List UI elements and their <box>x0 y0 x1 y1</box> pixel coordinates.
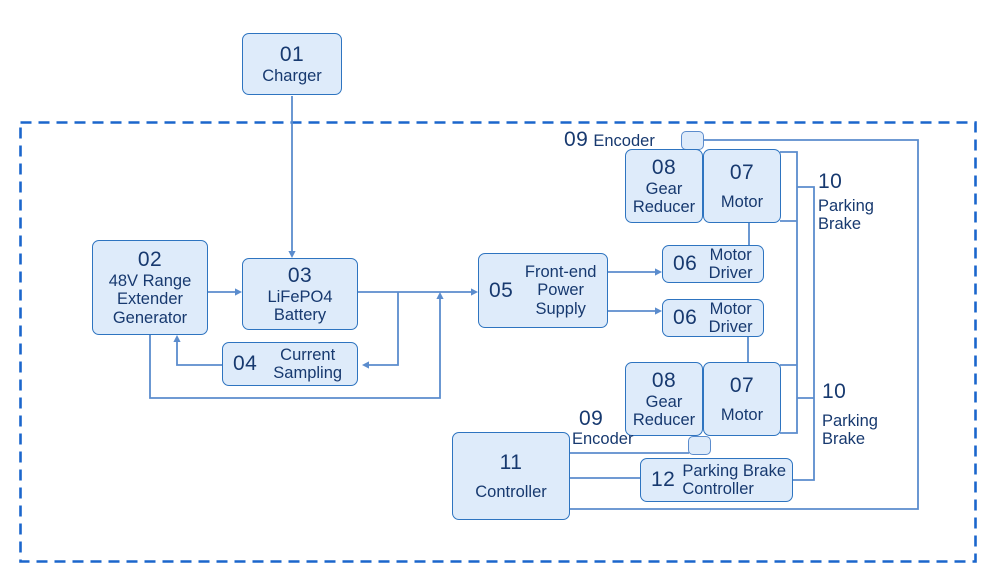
node-gear-reducer-top: 08 Gear Reducer <box>625 149 703 223</box>
node-motor-top-number: 07 <box>729 160 755 184</box>
node-front-end-power-number: 05 <box>489 278 514 302</box>
node-charger-number: 01 <box>279 42 305 66</box>
node-motor-driver-bottom-number: 06 <box>673 306 698 329</box>
arrowhead-driver-top <box>655 268 662 276</box>
node-range-extender-number: 02 <box>137 247 163 271</box>
node-parking-brake-controller: 12 Parking Brake Controller <box>640 458 793 502</box>
annotation-parking-brake-top-label: Parking Brake <box>818 197 874 233</box>
node-gear-reducer-bottom-label: Gear Reducer <box>632 392 696 430</box>
encoder-bottom-tab <box>688 436 711 455</box>
arrowhead-current-sampling <box>362 361 369 369</box>
annotation-encoder-top-label: Encoder <box>593 132 655 150</box>
node-gear-reducer-bottom-number: 08 <box>651 368 677 392</box>
node-battery-number: 03 <box>287 263 313 287</box>
arrowhead-sampling-generator <box>173 335 181 342</box>
annotation-encoder-bottom-label: Encoder <box>572 430 634 448</box>
wire-brake-bracket <box>780 151 798 434</box>
node-battery-label: LiFePO4 Battery <box>267 287 333 325</box>
node-front-end-power-label: Front-end Power Supply <box>524 262 597 318</box>
node-controller-label: Controller <box>475 482 547 501</box>
node-motor-driver-top-label: Motor Driver <box>708 245 753 283</box>
wire-encoder-top-controller <box>570 139 919 510</box>
arrowhead-battery-power <box>471 288 478 296</box>
annotation-parking-brake-bottom: 10 Parking Brake <box>822 380 892 449</box>
annotation-encoder-bottom: 09 Encoder <box>572 407 634 449</box>
wire-generator-rail <box>149 299 441 399</box>
node-motor-bottom-label: Motor <box>720 405 764 424</box>
node-controller-number: 11 <box>499 450 523 474</box>
wire-pbcontroller-brakes <box>793 186 815 481</box>
arrowhead-generator-battery <box>235 288 242 296</box>
node-motor-driver-top-number: 06 <box>673 252 698 275</box>
node-parking-brake-controller-number: 12 <box>651 468 676 491</box>
node-gear-reducer-top-number: 08 <box>651 155 677 179</box>
node-front-end-power-supply: 05 Front-end Power Supply <box>478 253 608 328</box>
node-controller: 11 Controller <box>452 432 570 520</box>
node-battery: 03 LiFePO4 Battery <box>242 258 358 330</box>
annotation-encoder-top-number: 09 <box>564 128 589 151</box>
annotation-encoder-bottom-number: 09 <box>579 407 604 430</box>
annotation-parking-brake-top-number: 10 <box>818 170 843 193</box>
node-current-sampling-label: Current Sampling <box>273 345 343 383</box>
node-range-extender-generator: 02 48V Range Extender Generator <box>92 240 208 335</box>
node-charger: 01 Charger <box>242 33 342 95</box>
node-motor-bottom-number: 07 <box>729 373 755 397</box>
wire-battery-current-sampling <box>369 292 399 366</box>
system-boundary <box>19 121 977 563</box>
annotation-encoder-top: 09 Encoder <box>564 129 655 151</box>
node-motor-top-label: Motor <box>720 192 764 211</box>
arrowhead-driver-bottom <box>655 307 662 315</box>
node-gear-reducer-top-label: Gear Reducer <box>632 179 696 217</box>
annotation-parking-brake-bottom-number: 10 <box>822 380 847 403</box>
node-motor-bottom: 07 Motor <box>703 362 781 436</box>
node-current-sampling-number: 04 <box>233 352 258 375</box>
annotation-parking-brake-bottom-label: Parking Brake <box>822 412 878 448</box>
encoder-top-tab <box>681 131 704 150</box>
node-gear-reducer-bottom: 08 Gear Reducer <box>625 362 703 436</box>
node-charger-label: Charger <box>262 66 322 85</box>
arrowhead-generator-rail <box>436 292 444 299</box>
node-current-sampling: 04 Current Sampling <box>222 342 358 386</box>
arrowhead-charger-battery <box>288 251 296 258</box>
node-motor-driver-top: 06 Motor Driver <box>662 245 764 283</box>
node-motor-driver-bottom-label: Motor Driver <box>708 299 753 337</box>
node-parking-brake-controller-label: Parking Brake Controller <box>682 461 786 499</box>
annotation-parking-brake-top: 10 Parking Brake <box>818 170 888 234</box>
node-motor-driver-bottom: 06 Motor Driver <box>662 299 764 337</box>
node-motor-top: 07 Motor <box>703 149 781 223</box>
wire-current-sampling-generator <box>176 342 222 366</box>
node-range-extender-label: 48V Range Extender Generator <box>108 271 192 327</box>
